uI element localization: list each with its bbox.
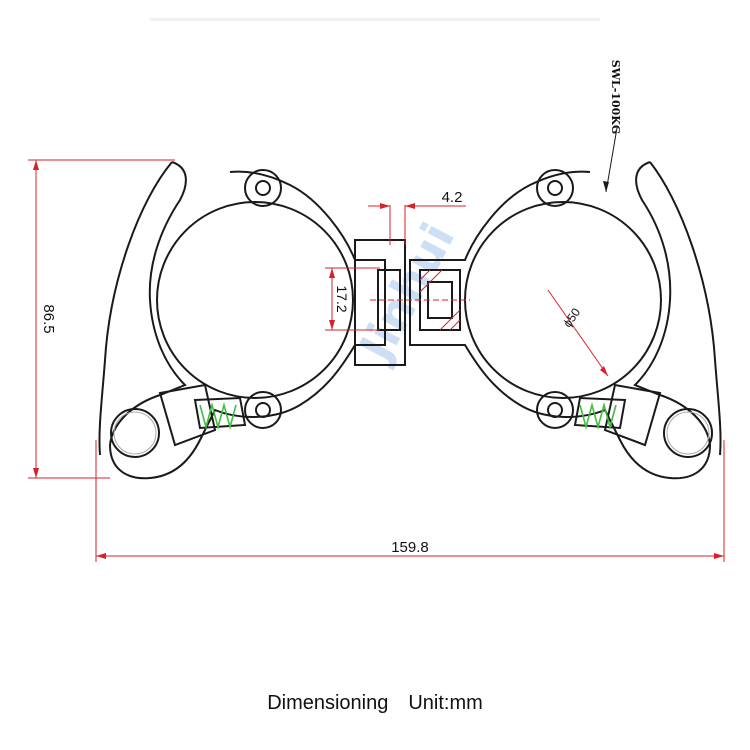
- dimension-arrows: [33, 160, 724, 559]
- caption-title: Dimensioning: [267, 692, 389, 714]
- top-divider: [150, 18, 600, 21]
- caption-unit: Unit:mm: [408, 692, 483, 714]
- right-clamp-half: [409, 161, 722, 480]
- right-spring: [579, 401, 617, 431]
- left-clamp-half: [98, 161, 406, 480]
- dim-overall-height: 86.5: [40, 304, 57, 333]
- dim-tube-diameter: ϕ50: [560, 305, 583, 330]
- model-leader-arrow: [603, 181, 609, 192]
- dim-overall-width: 159.8: [391, 539, 429, 556]
- watermark-logo: Jinhui: [347, 214, 465, 372]
- dimension-lines: [28, 127, 725, 562]
- nut-hatching: [419, 269, 461, 331]
- dim-slot-width: 4.2: [442, 189, 463, 206]
- dim-bolt-height: 17.2: [334, 285, 350, 312]
- caption: Dimensioning Unit:mm: [0, 692, 750, 715]
- model-mark: SWL-100KG: [609, 60, 622, 135]
- left-spring: [199, 401, 237, 431]
- svg-text:Jinhui: Jinhui: [347, 214, 465, 372]
